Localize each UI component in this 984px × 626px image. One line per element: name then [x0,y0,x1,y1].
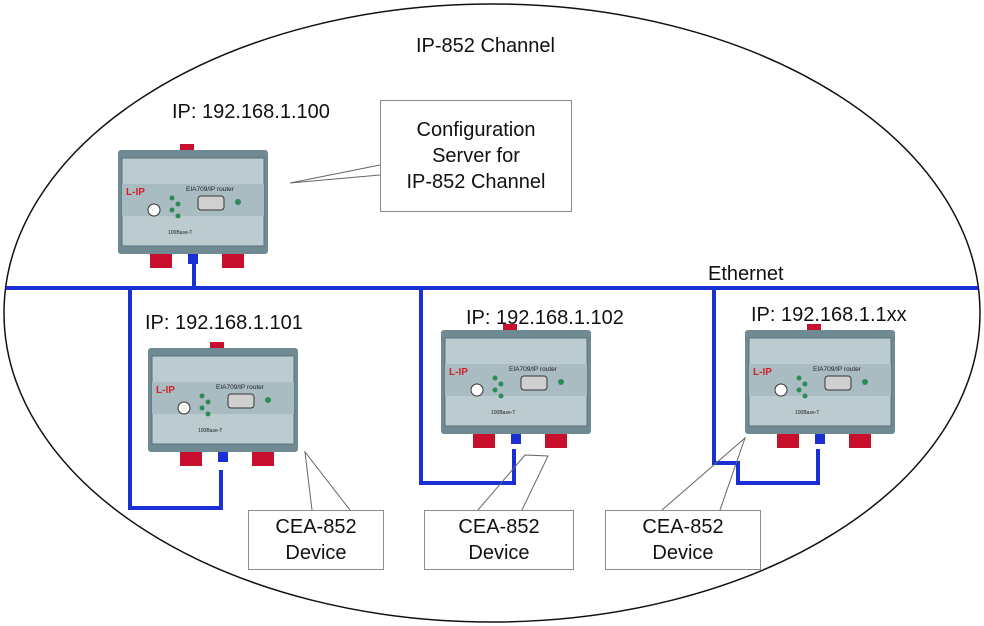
router-illustration: L-IP EIA709/IP router 100Base-T [441,324,591,448]
config-server-pointer [289,164,381,184]
device-2-pointer [477,454,549,511]
router-model-text: EIA709/IP router [186,186,235,193]
device-3-pointer [661,436,747,511]
router-device-3: L-IP EIA709/IP router 100Base-T [441,324,591,452]
config-server-callout-text: Configuration Server for IP-852 Channel [406,119,546,193]
ip-852-channel-boundary [3,3,981,623]
ethernet-label: Ethernet [708,263,784,285]
router-ethernet-text: 100Base-T [168,230,192,236]
router-ethernet-text: 100Base-T [491,410,515,416]
device-2-callout: CEA-852 Device [424,510,574,570]
router-ethernet-text: 100Base-T [198,428,222,434]
router-device-2: L-IP EIA709/IP router 100Base-T [148,342,298,470]
channel-title: IP-852 Channel [416,35,555,57]
router-device-4: L-IP EIA709/IP router 100Base-T [745,324,895,452]
router-brand-text: L-IP [753,367,772,378]
router-illustration: L-IP EIA709/IP router 100Base-T [118,144,268,268]
router-brand-text: L-IP [126,187,145,198]
device-1-callout: CEA-852 Device [248,510,384,570]
router-4-ip-label: IP: 192.168.1.1xx [751,304,907,326]
router-model-text: EIA709/IP router [509,366,558,373]
router-model-text: EIA709/IP router [216,384,265,391]
router-4-uplink-wire [712,288,820,485]
router-brand-text: L-IP [156,385,175,396]
config-server-callout: Configuration Server for IP-852 Channel [380,100,572,212]
router-model-text: EIA709/IP router [813,366,862,373]
router-2-uplink-wire [128,288,223,510]
router-1-ip-label: IP: 192.168.1.100 [172,101,330,123]
router-2-ip-label: IP: 192.168.1.101 [145,312,303,334]
device-1-pointer [304,450,351,511]
device-3-callout-text: CEA-852 Device [642,516,724,564]
router-device-1: L-IP EIA709/IP router 100Base-T [118,144,268,272]
router-illustration: L-IP EIA709/IP router 100Base-T [745,324,895,448]
device-3-callout: CEA-852 Device [605,510,761,570]
router-3-uplink-wire [419,288,516,485]
router-illustration: L-IP EIA709/IP router 100Base-T [148,342,298,466]
router-3-ip-label: IP: 192.168.1.102 [466,307,624,329]
device-2-callout-text: CEA-852 Device [458,516,540,564]
router-brand-text: L-IP [449,367,468,378]
device-1-callout-text: CEA-852 Device [275,516,357,564]
router-ethernet-text: 100Base-T [795,410,819,416]
